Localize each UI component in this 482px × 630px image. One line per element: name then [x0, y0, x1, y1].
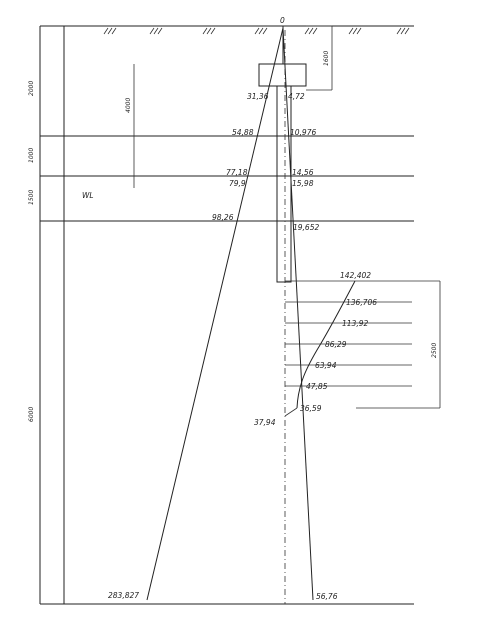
right-value-2: 10,976	[290, 128, 316, 137]
dim-1500-label: 1500	[28, 190, 35, 205]
anchor-lines	[285, 301, 412, 387]
dim-2500-label: 2500	[431, 343, 438, 358]
dim-1600-label: 1600	[323, 51, 330, 66]
dim-2000-label: 2000	[28, 81, 35, 96]
water-level-label: WL	[82, 191, 94, 200]
ground-hatch	[103, 27, 410, 35]
left-value-6: 37,94	[254, 418, 276, 427]
anchor-tie-line	[284, 407, 298, 417]
left-value-3: 77,18	[226, 168, 248, 177]
right-value-4: 15,98	[292, 179, 314, 188]
anchor-value-7: 36,59	[300, 404, 322, 413]
anchor-value-4: 86,29	[325, 340, 347, 349]
dim-1000-label: 1000	[28, 148, 35, 163]
right-value-6: 56,76	[316, 592, 338, 601]
dim-6000-label: 6000	[28, 407, 35, 422]
right-value-1: 4,72	[288, 92, 305, 101]
anchor-value-2: 136,706	[346, 298, 377, 307]
anchor-value-3: 113,92	[342, 319, 368, 328]
capping-beam	[258, 63, 307, 87]
left-value-5: 98,26	[212, 213, 234, 222]
left-value-4: 79,9	[229, 179, 246, 188]
right-value-5: 19,652	[293, 223, 319, 232]
right-value-3: 14,56	[292, 168, 314, 177]
dim-4000-label: 4000	[125, 98, 132, 113]
left-value-7: 283,827	[108, 591, 139, 600]
active-pressure-line	[146, 27, 284, 601]
passive-pressure-line	[282, 27, 314, 601]
anchor-force-curve	[296, 280, 356, 409]
anchor-value-1: 142,402	[340, 271, 371, 280]
left-value-1: 31,36	[247, 92, 269, 101]
anchor-value-5: 63,94	[315, 361, 337, 370]
retaining-wall	[276, 85, 292, 283]
left-value-2: 54,88	[232, 128, 254, 137]
anchor-value-6: 47,85	[306, 382, 328, 391]
top-marker-label: 0	[280, 16, 285, 25]
